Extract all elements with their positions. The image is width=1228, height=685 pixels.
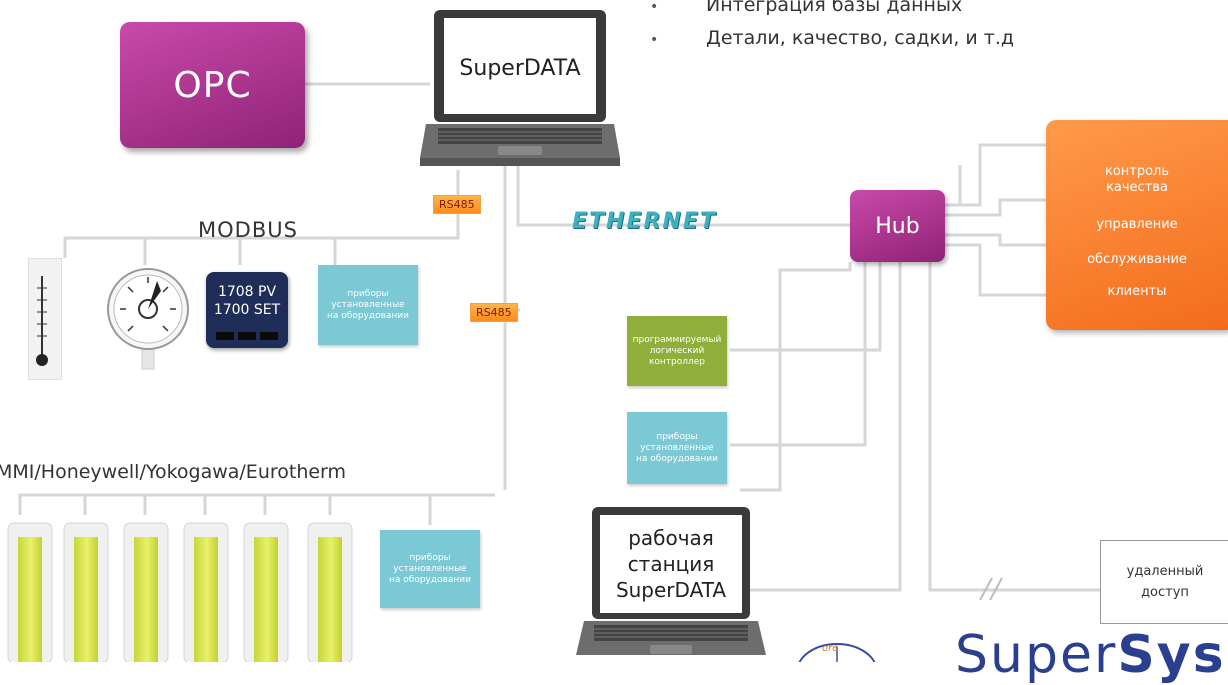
plc-line: логический (649, 345, 705, 356)
modbus-label: MODBUS (198, 218, 298, 242)
thermometer-icon (27, 257, 63, 381)
remote-access-box: удаленный доступ (1100, 540, 1228, 624)
workstation-line: SuperDATA (615, 578, 727, 602)
seal-text: ore (822, 643, 839, 654)
device-box-line: приборы (656, 431, 698, 442)
device-box-line: установленные (640, 442, 714, 453)
functions-panel: контроль качества управление обслуживани… (1046, 120, 1228, 330)
seal-logo: ore (792, 640, 882, 662)
device-box-line: приборы (409, 552, 451, 563)
device-box-line: на оборудовании (327, 310, 409, 321)
feature-item: Интеграция базы данных (650, 0, 1014, 23)
brand-part: Super (955, 625, 1118, 685)
thermometer-device (27, 257, 63, 384)
controller-keys (216, 332, 278, 340)
gauge-icon (107, 268, 189, 370)
connection-lines (18, 82, 1100, 601)
feature-list: Интеграция базы данных Детали, качество,… (650, 0, 1014, 56)
plc-line: программируемый (632, 334, 722, 345)
device-box-line: установленные (393, 563, 467, 574)
function-quality: контроль (1104, 164, 1170, 179)
modules-icon (7, 522, 353, 664)
laptop-icon (420, 10, 620, 166)
device-box-line: на оборудовании (389, 574, 471, 585)
feature-item: Детали, качество, садки, и т.д (650, 23, 1014, 56)
controller-modules (6, 515, 366, 664)
brand-part-bold: Sys (1117, 625, 1226, 685)
remote-line: доступ (1141, 585, 1189, 600)
remote-line: удаленный (1126, 564, 1204, 579)
workstation-laptop: рабочая станция SuperDATA (570, 505, 770, 662)
field-devices-box: приборы установленные на оборудовании (318, 265, 418, 345)
device-box-line: приборы (347, 288, 389, 299)
digital-controller: 1708 PV 1700 SET (206, 272, 288, 348)
function-service: обслуживание (1087, 252, 1187, 267)
workstation-line: станция (627, 552, 715, 576)
laptop-screen-label: SuperDATA (459, 56, 581, 81)
function-quality: качества (1106, 180, 1168, 195)
laptop-icon (576, 507, 766, 655)
rs485-badge-top: RS485 (433, 195, 481, 214)
opc-block: OPC (120, 22, 305, 148)
field-devices-box: приборы установленные на оборудовании (380, 530, 480, 608)
controller-pv: 1708 PV (217, 284, 277, 300)
device-box-line: установленные (331, 299, 405, 310)
ethernet-label: ETHERNET (572, 209, 717, 234)
brand-logo: SuperSys (955, 625, 1226, 685)
controller-set: 1700 SET (213, 302, 281, 318)
hub-block: Hub (850, 190, 945, 262)
field-devices-box: приборы установленные на оборудовании (627, 412, 727, 484)
plc-box: программируемый логический контроллер (627, 316, 727, 386)
superdata-laptop: SuperDATA (420, 8, 620, 173)
function-clients: клиенты (1107, 284, 1167, 299)
plc-line: контроллер (648, 356, 706, 367)
function-control: управление (1096, 217, 1178, 232)
mmi-label: MMI/Honeywell/Yokogawa/Eurotherm (0, 461, 347, 483)
workstation-line: рабочая (628, 526, 714, 550)
rs485-badge-mid: RS485 (470, 303, 518, 322)
seal-icon (798, 643, 876, 662)
pressure-gauge-device (105, 265, 191, 379)
device-box-line: на оборудовании (636, 453, 718, 464)
